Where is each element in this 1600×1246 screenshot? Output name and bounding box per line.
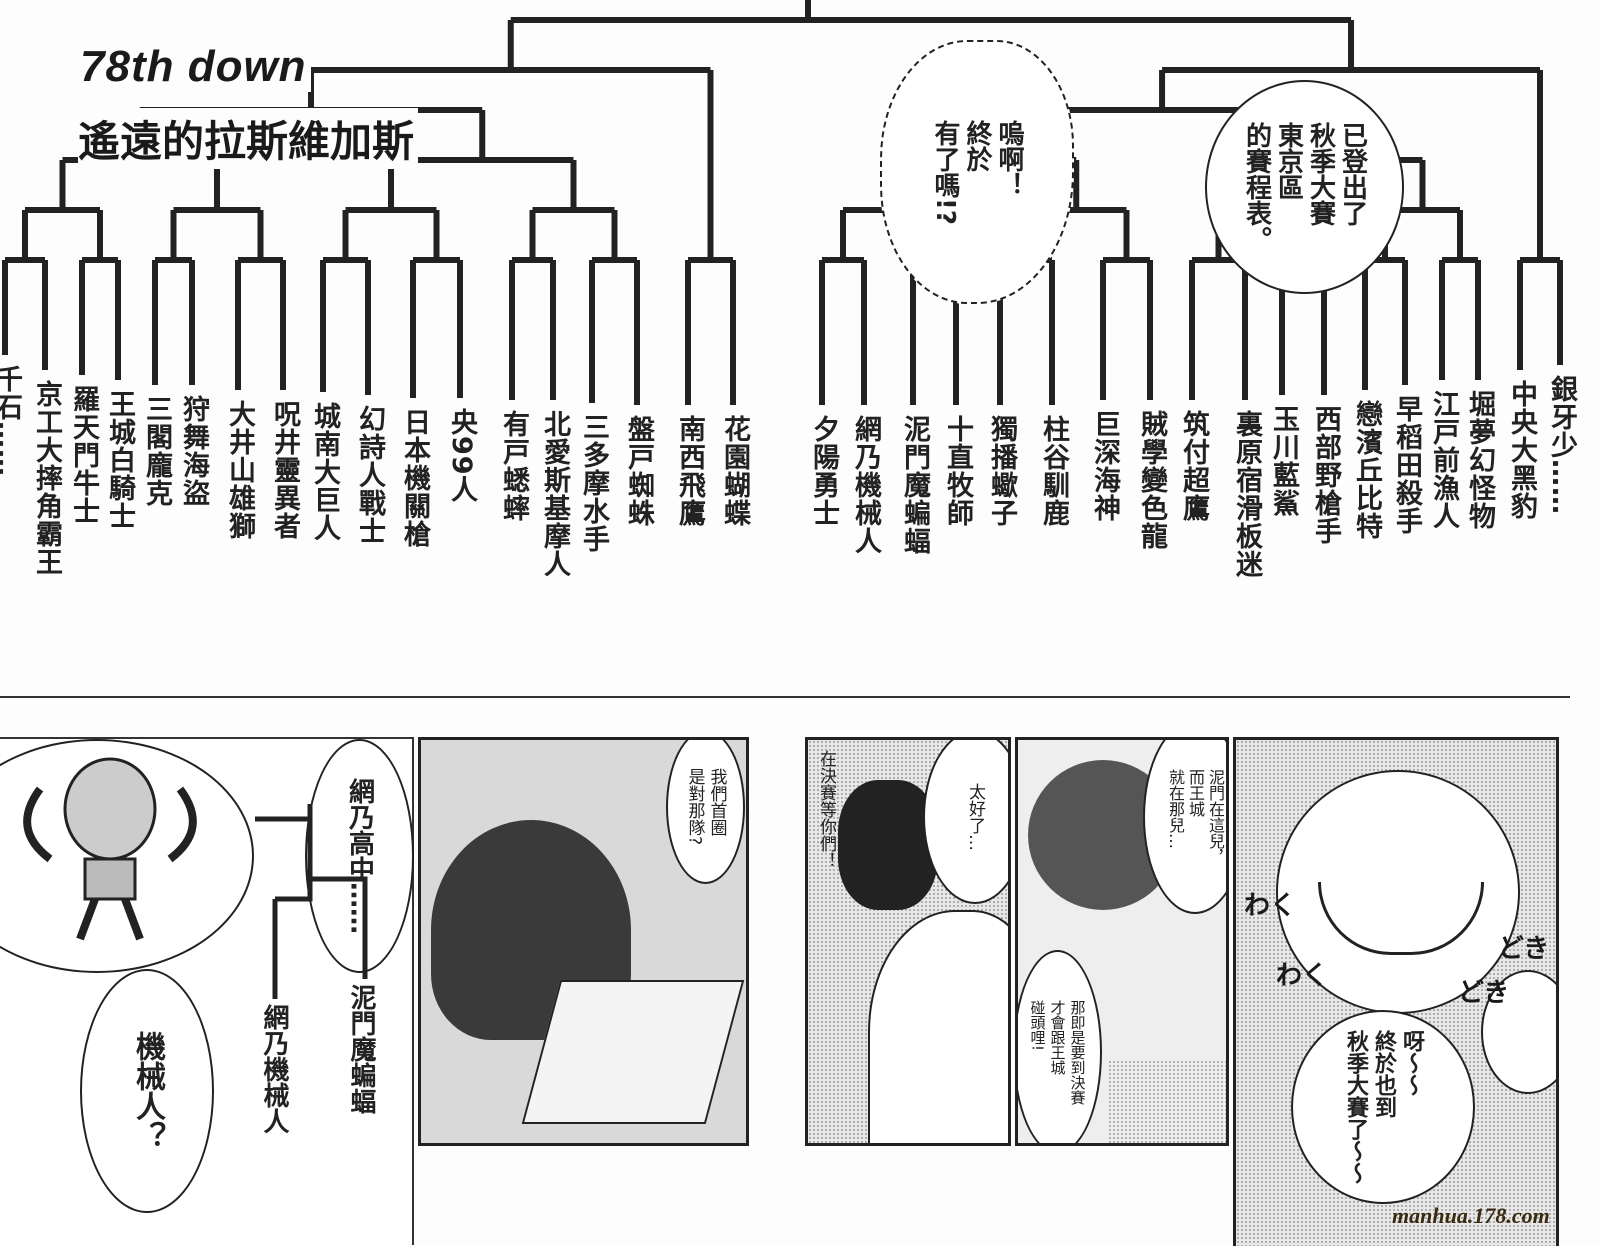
bubble-line: 太好了… [965, 783, 985, 851]
bubble-line: 已登出了 [1337, 122, 1368, 226]
team-name: 王城白騎士 [104, 390, 135, 530]
bubble-line: 才會跟王城 [1048, 999, 1067, 1075]
bubble-line: 有了嗎!? [930, 119, 960, 225]
speech-bubble: 泥門在這兒， 而王城 就在那兒… [1143, 740, 1226, 914]
bracket-team-label: 網乃機械人 [259, 1004, 289, 1134]
bubble-line: 機械人？ [130, 1031, 165, 1151]
sound-effect: どき [1458, 978, 1510, 1008]
team-name: 網乃機械人 [850, 415, 881, 555]
bubble-line: 那即是要到決賽 [1068, 999, 1087, 1105]
speech-bubble: 機械人？ [80, 969, 214, 1213]
bubble-line: 秋季大賽 [1305, 122, 1336, 226]
team-name: 賊學變色龍 [1136, 410, 1167, 550]
bubble-line: 是對那隊? [684, 768, 705, 846]
page-divider [0, 696, 1570, 698]
team-name: 西部野槍手 [1310, 405, 1341, 545]
chapter-number: 78th down [80, 42, 311, 92]
bubble-line: 網乃高中…… [344, 778, 375, 934]
speech-bubble: 網乃高中…… [305, 739, 414, 973]
bracket-snippet [255, 804, 368, 999]
team-name: 京工大摔角霸王 [31, 380, 62, 576]
team-name: 日本機關槍 [399, 408, 430, 548]
team-name: 獨播蠍子 [986, 415, 1017, 527]
team-name: 三多摩水手 [578, 413, 609, 553]
sound-effect: わく [1244, 891, 1297, 921]
bubble-line: 終於 [962, 119, 992, 172]
team-name: 泥門魔蝙蝠 [899, 415, 930, 555]
team-name: 江戸前漁人 [1428, 390, 1459, 530]
team-name: 盤戸蜘蛛 [623, 415, 654, 527]
bubble-line: 的賽程表。 [1241, 122, 1272, 252]
shout-bubble: 嗚啊！ 終於 有了嗎!? [880, 40, 1074, 304]
robot-icon [23, 757, 197, 941]
caption-text: 在決賽等你們！ [816, 750, 836, 869]
speech-bubble: 那即是要到決賽 才會跟王城 碰頭哩! [1018, 950, 1102, 1143]
team-name: 筑付超鷹 [1178, 410, 1209, 522]
announcement-bubble: 已登出了 秋季大賽 東京區 的賽程表。 [1205, 80, 1404, 294]
team-name: 呪井靈異者 [269, 400, 300, 540]
speech-bubble: 我們首圈 是對那隊? [666, 740, 745, 884]
team-name: 戀濱丘比特 [1351, 400, 1382, 540]
watermark: manhua.178.com [1392, 1203, 1550, 1228]
panel-4: 泥門在這兒， 而王城 就在那兒… 那即是要到決賽 才會跟王城 碰頭哩! [1015, 737, 1229, 1146]
team-name: 柱谷馴鹿 [1038, 415, 1069, 527]
sound-effect: わく [1276, 961, 1329, 991]
team-name: 花園蝴蝶 [719, 415, 750, 527]
speech-bubble: 太好了… [923, 740, 1008, 904]
team-name: 狩舞海盜 [178, 395, 209, 507]
team-name: 夕陽勇士 [808, 415, 839, 527]
character-face [1276, 770, 1520, 1014]
table-illustration [1108, 1060, 1226, 1143]
speech-bubble: 呀〜〜 終於也到 秋季大賽了〜〜 [1291, 1010, 1475, 1204]
rival-silhouette [838, 780, 938, 910]
bubble-line: 嗚啊！ [994, 119, 1024, 198]
team-name: 南西飛鷹 [674, 415, 705, 527]
team-name: 城南大巨人 [309, 402, 340, 542]
team-name: 北愛斯基摩人 [539, 410, 570, 578]
panel-5: 呀〜〜 終於也到 秋季大賽了〜〜 わく わく どき どき [1233, 737, 1559, 1246]
laptop-illustration [521, 980, 745, 1124]
smile-illustration [1318, 882, 1484, 955]
bubble-line: 東京區 [1273, 122, 1304, 200]
bubble-line: 就在那兒… [1166, 769, 1185, 849]
panel-3: 在決賽等你們！ 太好了… [805, 737, 1011, 1146]
panel-2: 我們首圈 是對那隊? [418, 737, 749, 1146]
team-name: 大井山雄獅 [224, 400, 255, 540]
panel-1: 網乃高中…… 機械人？ 網乃機械人 泥門魔蝙蝠 [0, 737, 414, 1245]
team-name: 早稻田殺手 [1391, 395, 1422, 535]
bracket-team-label: 泥門魔蝙蝠 [346, 984, 376, 1114]
protagonist-face [868, 910, 1008, 1143]
team-name: 三閣龐克 [141, 395, 172, 507]
team-name: 幻詩人戰士 [354, 405, 385, 545]
team-name: 中央大黑豹 [1506, 380, 1537, 520]
team-name: 巨深海神 [1089, 410, 1120, 522]
team-name: 十直牧師 [942, 415, 973, 527]
bubble-line: 呀〜〜 [1399, 1030, 1424, 1096]
team-name: 千石…… [0, 365, 22, 477]
bubble-line: 終於也到 [1371, 1030, 1396, 1118]
sound-effect: どき [1498, 934, 1550, 964]
team-name: 羅天門牛士 [68, 385, 99, 525]
team-name: 有戸蟋蟀 [498, 410, 529, 522]
team-name: 堀夢幻怪物 [1464, 390, 1495, 530]
bubble-line: 而王城 [1186, 769, 1205, 817]
bubble-line: 秋季大賽了〜〜 [1343, 1030, 1368, 1184]
bubble-line: 泥門在這兒， [1206, 769, 1225, 865]
team-name: 裏原宿滑板迷 [1231, 410, 1262, 578]
chapter-title: 遙遠的拉斯維加斯 [78, 108, 419, 169]
team-name: 玉川藍鯊 [1268, 405, 1299, 517]
team-name: 銀牙少…… [1546, 375, 1577, 515]
bubble-line: 我們首圈 [706, 768, 727, 837]
team-name: 央99人 [446, 408, 477, 504]
bubble-line: 碰頭哩! [1028, 999, 1047, 1051]
